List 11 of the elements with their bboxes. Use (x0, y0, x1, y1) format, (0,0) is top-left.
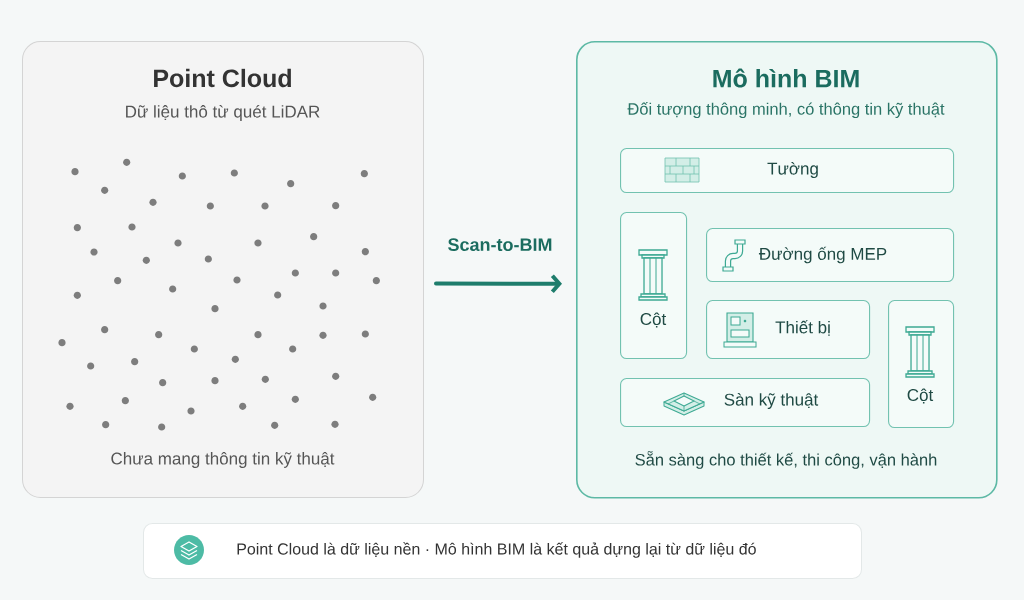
component-box: Sàn kỹ thuật (620, 378, 871, 428)
edge-label: Scan-to-BIM (446, 237, 554, 253)
panel-footnote: Sẵn sàng cho thiết kế, thi công, vận hành (635, 451, 937, 469)
panel-subtitle: Dữ liệu thô từ quét LiDAR (126, 105, 320, 122)
component-box: Tường (620, 148, 955, 194)
panel-title: Mô hình BIM (713, 68, 859, 88)
panel-subtitle: Đối tượng thông minh, có thông tin kỹ thuật (627, 101, 945, 119)
panel-title: Point Cloud (154, 68, 291, 88)
component-box: Đường ống MEP (706, 228, 955, 283)
note-bar: Point Cloud là dữ liệu nền · Mô hình BIM là kết quả dựng lại từ dữ liệu đó (143, 523, 862, 579)
panel-footnote: Chưa mang thông tin kỹ thuật (111, 452, 335, 468)
